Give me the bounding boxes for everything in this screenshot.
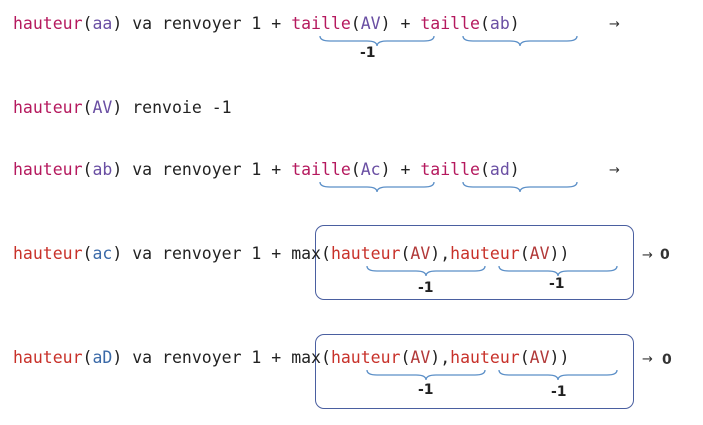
brace-label: -1 <box>549 276 565 292</box>
arrow-icon: → <box>609 163 620 178</box>
result-value: 0 <box>660 247 670 263</box>
underbrace-hauteur-1 <box>366 369 486 381</box>
max-arg-2-arg: AV <box>529 348 550 367</box>
taille-call-2-arg: ad <box>489 160 510 179</box>
line-hauteur-ac: hauteur(ac) va renvoyer 1 + max(hauteur(… <box>13 244 570 263</box>
brace-label: -1 <box>418 280 434 296</box>
line-hauteur-ad: hauteur(aD) va renvoyer 1 + max(hauteur(… <box>13 348 570 367</box>
result-value: 0 <box>662 352 672 368</box>
max-open: max( <box>291 348 331 367</box>
max-arg-1-fn: hauteur <box>330 348 401 367</box>
function-arg: aa <box>92 14 113 33</box>
taille-call-1-arg: Ac <box>360 160 381 179</box>
arrow-icon: → <box>642 248 653 263</box>
line-hauteur-av: hauteur(AV) renvoie -1 <box>13 98 232 117</box>
statement-text: renvoie -1 <box>122 98 232 117</box>
function-arg: AV <box>92 98 113 117</box>
max-arg-2-arg: AV <box>529 244 550 263</box>
max-close: ) <box>559 348 570 367</box>
statement-text: va renvoyer 1 + <box>122 348 292 367</box>
max-expression-box <box>315 225 634 300</box>
brace-label: -1 <box>360 45 376 61</box>
underbrace-taille-ad <box>462 181 578 193</box>
underbrace-hauteur-1 <box>366 265 486 277</box>
function-arg: aD <box>92 348 113 367</box>
taille-call-1-fn: taille <box>291 160 351 179</box>
taille-call-1-fn: taille <box>291 14 351 33</box>
underbrace-taille-ac <box>319 181 435 193</box>
underbrace-hauteur-2 <box>498 265 618 277</box>
line-hauteur-aa: hauteur(aa) va renvoyer 1 + taille(AV) +… <box>13 14 520 33</box>
statement-text: va renvoyer 1 + <box>122 160 292 179</box>
statement-text: va renvoyer 1 + <box>122 14 292 33</box>
max-arg-1-arg: AV <box>410 244 431 263</box>
comma: , <box>440 348 451 367</box>
comma: , <box>440 244 451 263</box>
max-close: ) <box>559 244 570 263</box>
arrow-icon: → <box>609 17 620 32</box>
max-arg-2-fn: hauteur <box>450 348 520 367</box>
plus-sign: + <box>390 14 421 33</box>
function-arg: ab <box>92 160 113 179</box>
taille-call-1-arg: AV <box>360 14 381 33</box>
function-arg: ac <box>92 244 113 263</box>
function-name: hauteur <box>13 244 83 263</box>
taille-call-2-fn: taille <box>420 160 480 179</box>
taille-call-2-fn: taille <box>420 14 480 33</box>
max-arg-1-fn: hauteur <box>330 244 401 263</box>
brace-label: -1 <box>551 384 567 400</box>
function-name: hauteur <box>13 160 83 179</box>
max-open: max( <box>291 244 331 263</box>
plus-sign: + <box>390 160 421 179</box>
taille-call-2-arg: ab <box>489 14 510 33</box>
max-expression-box <box>315 334 634 409</box>
underbrace-taille-av <box>319 35 435 47</box>
line-hauteur-ab: hauteur(ab) va renvoyer 1 + taille(Ac) +… <box>13 160 520 179</box>
statement-text: va renvoyer 1 + <box>122 244 292 263</box>
function-name: hauteur <box>13 98 83 117</box>
arrow-icon: → <box>642 352 653 367</box>
max-arg-2-fn: hauteur <box>450 244 520 263</box>
underbrace-taille-ab <box>462 35 578 47</box>
brace-label: -1 <box>418 382 434 398</box>
max-arg-1-arg: AV <box>410 348 431 367</box>
underbrace-hauteur-2 <box>498 369 618 381</box>
function-name: hauteur <box>13 14 83 33</box>
function-name: hauteur <box>13 348 83 367</box>
